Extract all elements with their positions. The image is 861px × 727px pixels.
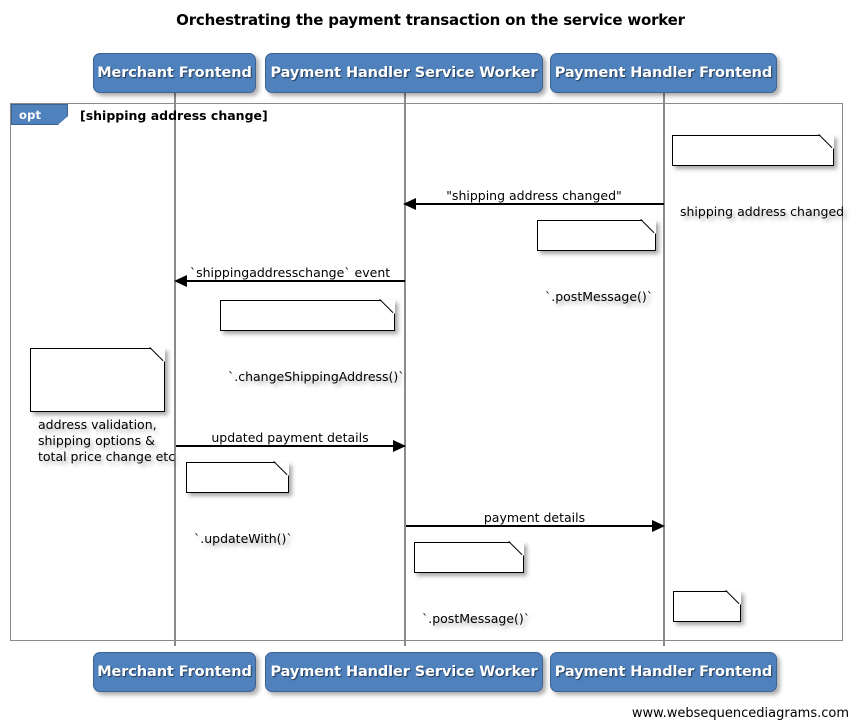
note-address-validation: address validation, shipping options & t…: [30, 348, 175, 464]
message-label-updated-payment-details: updated payment details: [211, 430, 369, 445]
message-arrowhead-updated-payment-details: [393, 440, 406, 452]
actor-box-merchant-frontend-top[interactable]: Merchant Frontend: [93, 53, 256, 93]
actor-label: Merchant Frontend: [97, 65, 252, 81]
note-text: address validation, shipping options & t…: [38, 417, 176, 464]
note-shipping-address-changed: shipping address changed: [672, 135, 844, 219]
note-fold-corner-icon: [151, 348, 165, 362]
actor-box-payment-handler-service-worker-bottom[interactable]: Payment Handler Service Worker: [265, 652, 543, 692]
note-update-ui: update UI: [673, 591, 742, 675]
note-background: [537, 220, 656, 251]
message-line-shipping-address-changed: [405, 203, 664, 205]
note-fold-corner-icon: [510, 542, 524, 556]
note-background: [186, 462, 289, 493]
lifeline-payment-handler-frontend: [663, 92, 665, 646]
message-line-payment-details: [406, 525, 652, 527]
message-arrowhead-payment-details: [652, 520, 665, 532]
note-fold-corner-icon: [381, 300, 395, 314]
actor-box-payment-handler-frontend-bottom[interactable]: Payment Handler Frontend: [550, 652, 777, 692]
note-post-message-1: `.postMessage()`: [537, 220, 656, 304]
note-text: `.updateWith()`: [194, 531, 293, 546]
fragment-guard-condition: [shipping address change]: [80, 108, 268, 123]
actor-label: Payment Handler Service Worker: [270, 65, 538, 81]
footer-watermark: www.websequencediagrams.com: [631, 706, 849, 721]
note-text: `.changeShippingAddress()`: [228, 369, 405, 384]
note-background: [220, 300, 395, 331]
note-background: [672, 135, 834, 166]
message-line-updated-payment-details: [176, 445, 393, 447]
note-text: `.postMessage()`: [422, 611, 531, 626]
note-post-message-2: `.postMessage()`: [414, 542, 530, 626]
lifeline-payment-handler-service-worker: [404, 92, 406, 646]
note-fold-corner-icon: [727, 591, 741, 605]
fragment-tag-opt: opt: [11, 104, 68, 125]
message-label-shipping-address-changed: "shipping address changed": [446, 188, 622, 203]
note-fold-corner-icon: [820, 135, 834, 149]
fragment-tag-label: opt: [19, 107, 42, 122]
note-fold-corner-icon: [642, 220, 656, 234]
note-fold-corner-icon: [275, 462, 289, 476]
message-arrowhead-shipping-address-changed: [403, 198, 416, 210]
message-label-shippingaddresschange-event: `shippingaddresschange` event: [189, 265, 391, 280]
actor-box-payment-handler-service-worker-top[interactable]: Payment Handler Service Worker: [265, 53, 543, 93]
lifeline-merchant-frontend: [174, 92, 176, 646]
page-title: Orchestrating the payment transaction on…: [176, 11, 685, 29]
note-text: `.postMessage()`: [545, 289, 654, 304]
actor-box-merchant-frontend-bottom[interactable]: Merchant Frontend: [93, 652, 256, 692]
note-text: shipping address changed: [680, 204, 845, 219]
fragment-frame-opt: [10, 103, 843, 641]
note-background: [414, 542, 524, 573]
actor-box-payment-handler-frontend-top[interactable]: Payment Handler Frontend: [550, 53, 777, 93]
message-label-payment-details: payment details: [483, 510, 586, 525]
actor-label: Payment Handler Frontend: [554, 65, 773, 81]
message-line-shippingaddresschange-event: [176, 280, 405, 282]
actor-label: Merchant Frontend: [97, 664, 252, 680]
note-change-shipping-address: `.changeShippingAddress()`: [220, 300, 405, 384]
note-update-with: `.updateWith()`: [186, 462, 293, 546]
actor-label: Payment Handler Frontend: [554, 664, 773, 680]
actor-label: Payment Handler Service Worker: [270, 664, 538, 680]
message-arrowhead-shippingaddresschange-event: [174, 275, 187, 287]
note-background: [30, 348, 165, 412]
